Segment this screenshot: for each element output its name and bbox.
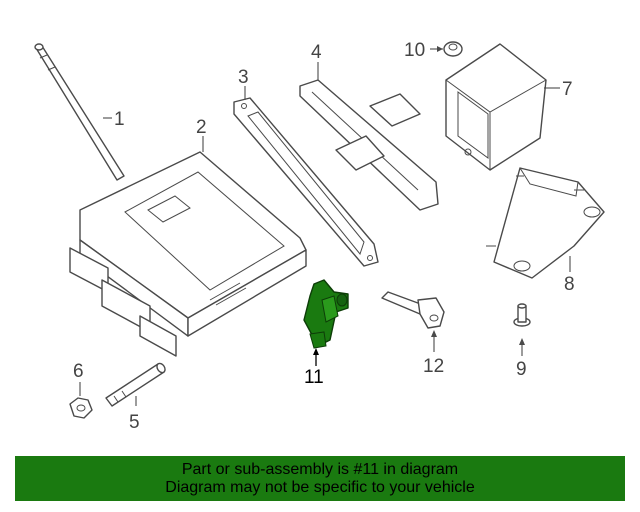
part-5-stud[interactable] — [105, 362, 167, 407]
callout-9: 9 — [516, 359, 527, 380]
part-info-banner: Part or sub-assembly is #11 in diagram D… — [15, 456, 625, 501]
part-6-nut[interactable] — [69, 397, 93, 419]
callout-6: 6 — [73, 361, 84, 382]
callout-4: 4 — [311, 42, 322, 63]
callout-3: 3 — [238, 67, 249, 88]
callout-10: 10 — [404, 40, 425, 61]
part-10-nut[interactable] — [443, 41, 463, 57]
parts-diagram: 1 2 3 4 7 — [34, 40, 605, 433]
part-3-gasket-frame[interactable] — [233, 97, 379, 267]
part-8-mounting-bracket[interactable] — [486, 167, 605, 279]
callout-7: 7 — [562, 79, 573, 100]
callout-12: 12 — [423, 356, 444, 377]
part-11-sensor-highlighted[interactable] — [303, 279, 349, 349]
part-7-module-box[interactable] — [445, 43, 547, 171]
part-9-bolt[interactable] — [513, 303, 531, 327]
callout-1: 1 — [114, 109, 125, 130]
part-12-sensor[interactable] — [381, 291, 445, 329]
banner-line-1: Part or sub-assembly is #11 in diagram — [181, 461, 459, 478]
part-4-bracket[interactable] — [299, 79, 439, 211]
callout-8: 8 — [564, 274, 575, 295]
part-2-control-module[interactable] — [69, 151, 307, 357]
banner-line-2: Diagram may not be specific to your vehi… — [165, 479, 475, 496]
callout-11: 11 — [304, 367, 324, 388]
callout-2: 2 — [196, 117, 207, 138]
part-1-rod[interactable] — [34, 43, 125, 181]
callout-5: 5 — [129, 412, 140, 433]
